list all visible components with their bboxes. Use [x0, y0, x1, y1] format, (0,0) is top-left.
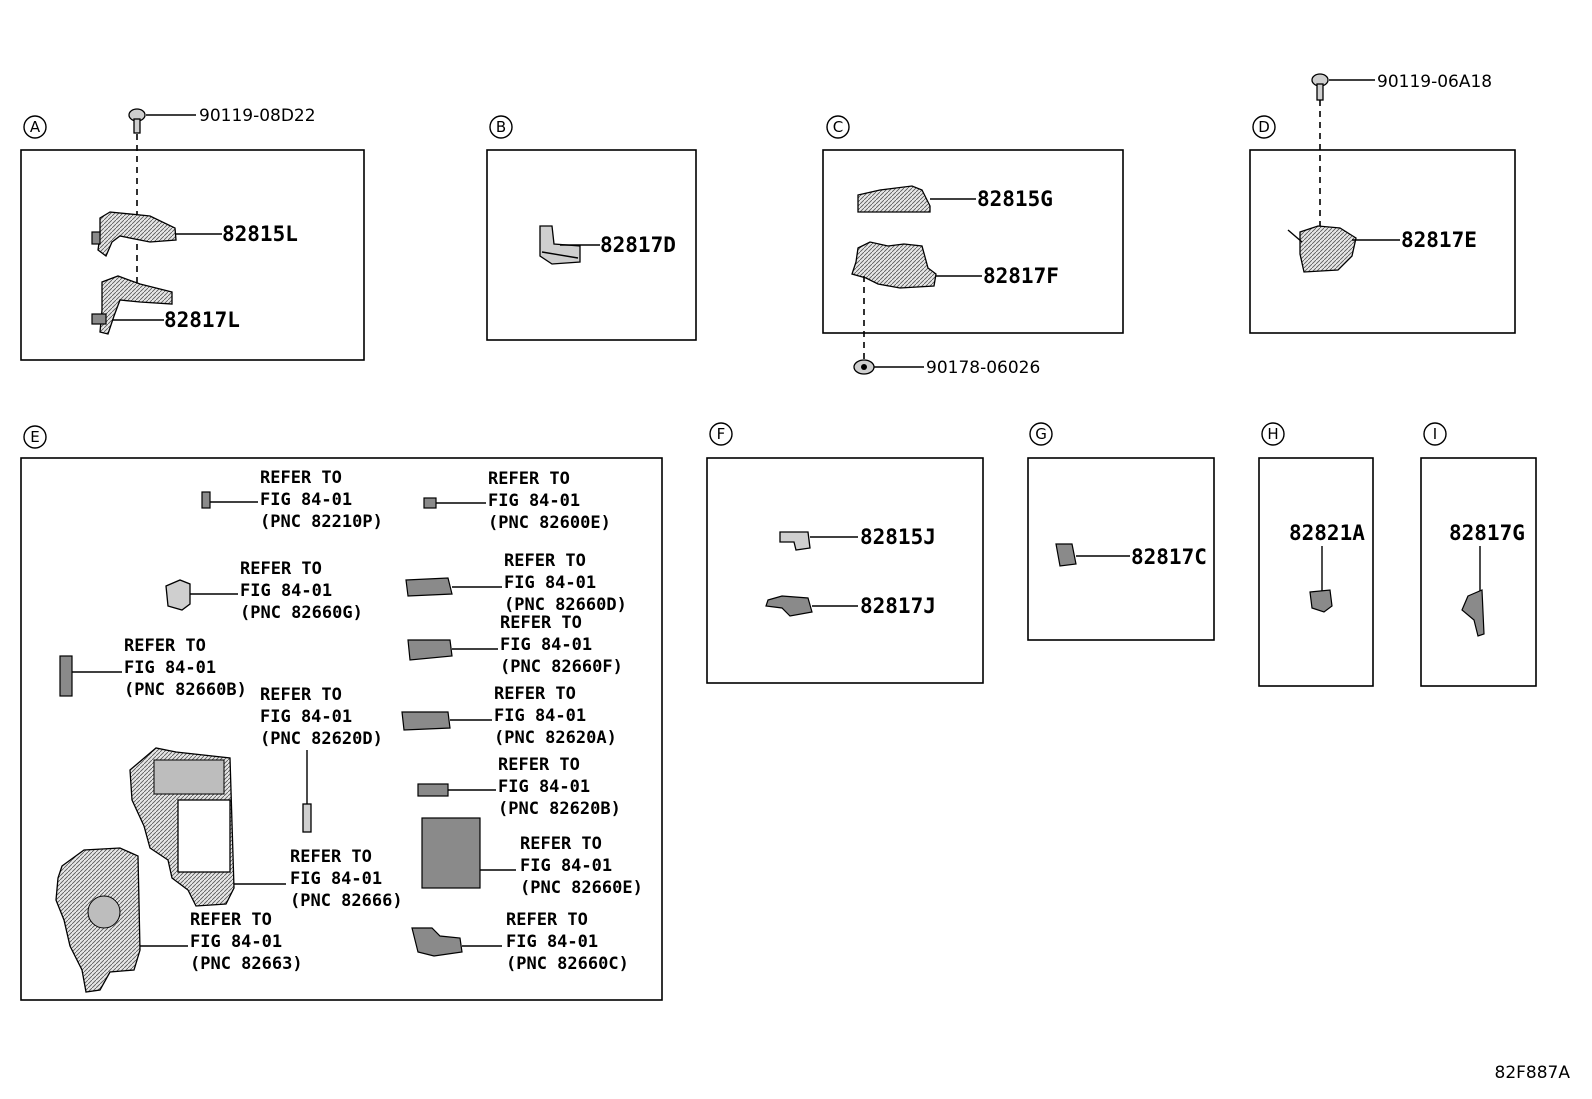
fuse-box-cover-icon: [55, 847, 141, 993]
section-e-letter: E: [30, 428, 39, 446]
junction-block-icon: [421, 817, 481, 889]
connector-icon: [417, 783, 449, 797]
part-label-82815g: 82815G: [977, 187, 1053, 211]
relay-block-icon: [129, 747, 235, 907]
ref-82660e: REFER TO FIG 84-01 (PNC 82660E): [520, 834, 643, 898]
connector-icon: [407, 639, 453, 661]
section-f-panel: [706, 457, 984, 684]
fastener-label-c: 90178-06026: [926, 358, 1040, 378]
bolt-icon: [128, 108, 146, 134]
section-a-panel: [20, 149, 365, 361]
section-f-marker: F: [709, 422, 733, 446]
bracket-82815l-icon: [91, 211, 177, 258]
ref-82663: REFER TO FIG 84-01 (PNC 82663): [190, 910, 303, 974]
connector-icon: [405, 577, 453, 597]
connector-icon: [201, 491, 211, 509]
bracket-82817j-icon: [765, 595, 813, 617]
section-h-marker: H: [1261, 422, 1285, 446]
section-b-panel: [486, 149, 697, 341]
ref-82620a: REFER TO FIG 84-01 (PNC 82620A): [494, 684, 617, 748]
section-a-marker: A: [23, 115, 47, 139]
section-g: G 82817C: [1027, 422, 1215, 641]
part-label-82821a: 82821A: [1289, 521, 1365, 545]
section-d-letter: D: [1258, 118, 1270, 136]
section-d-panel: [1249, 149, 1516, 334]
ref-82620b: REFER TO FIG 84-01 (PNC 82620B): [498, 755, 621, 819]
section-d: D 90119-06A18 82817E: [1249, 72, 1516, 334]
bracket-82817g-icon: [1461, 589, 1485, 637]
part-label-82817d: 82817D: [600, 233, 676, 257]
section-g-panel: [1027, 457, 1215, 641]
section-h: H 82821A: [1258, 422, 1374, 687]
section-i-letter: I: [1433, 425, 1437, 443]
fastener-label-d: 90119-06A18: [1377, 72, 1492, 92]
connector-strip-icon: [59, 655, 73, 697]
relay-icon: [423, 497, 437, 509]
part-label-82815l: 82815L: [222, 222, 298, 246]
ref-82660f: REFER TO FIG 84-01 (PNC 82660F): [500, 613, 623, 677]
part-label-82817j: 82817J: [860, 594, 936, 618]
part-label-82817g: 82817G: [1449, 521, 1525, 545]
ref-82660b: REFER TO FIG 84-01 (PNC 82660B): [124, 636, 247, 700]
ref-82660d: REFER TO FIG 84-01 (PNC 82660D): [504, 551, 627, 615]
section-f-letter: F: [717, 425, 726, 443]
connector-icon: [411, 927, 463, 957]
part-label-82817l: 82817L: [164, 308, 240, 332]
section-e: E REFER TO FIG 84-01 (PNC 82210P) REFER …: [20, 425, 663, 1001]
section-i-panel: [1420, 457, 1537, 687]
section-e-panel: [20, 457, 663, 1001]
section-c: C 82815G 82817F 90178-06026: [822, 115, 1124, 378]
section-b-marker: B: [489, 115, 513, 139]
section-h-panel: [1258, 457, 1374, 687]
section-a: A 90119-08D22 82815L 82817L: [20, 106, 365, 361]
connector-icon: [165, 579, 191, 611]
section-a-letter: A: [30, 118, 41, 136]
bracket-82817l-icon: [91, 275, 173, 335]
section-b: B 82817D: [486, 115, 697, 341]
section-d-marker: D: [1252, 115, 1276, 139]
diagram-code: 82F887A: [1495, 1063, 1571, 1083]
part-label-82817f: 82817F: [983, 264, 1059, 288]
ref-82666: REFER TO FIG 84-01 (PNC 82666): [290, 847, 403, 911]
ref-82620d: REFER TO FIG 84-01 (PNC 82620D): [260, 685, 383, 749]
section-b-letter: B: [496, 118, 506, 136]
clip-icon: [853, 359, 875, 375]
clip-82821a-icon: [1309, 589, 1333, 613]
section-f: F 82815J 82817J: [706, 422, 984, 684]
ref-82660g: REFER TO FIG 84-01 (PNC 82660G): [240, 559, 363, 623]
part-label-82815j: 82815J: [860, 525, 936, 549]
ref-82660c: REFER TO FIG 84-01 (PNC 82660C): [506, 910, 629, 974]
fastener-label-a: 90119-08D22: [199, 106, 316, 126]
section-c-panel: [822, 149, 1124, 334]
bracket-82817e-icon: [1287, 225, 1357, 273]
bolt-icon: [1311, 73, 1329, 101]
section-g-marker: G: [1029, 422, 1053, 446]
section-g-letter: G: [1035, 425, 1047, 443]
section-c-marker: C: [826, 115, 850, 139]
bracket-82815j-icon: [779, 531, 811, 551]
ref-82600e: REFER TO FIG 84-01 (PNC 82600E): [488, 469, 611, 533]
section-c-letter: C: [833, 118, 843, 136]
ref-82210p: REFER TO FIG 84-01 (PNC 82210P): [260, 468, 383, 532]
section-e-marker: E: [23, 425, 47, 449]
bracket-82817f-icon: [851, 241, 937, 289]
fuse-icon: [302, 803, 312, 833]
section-i-marker: I: [1423, 422, 1447, 446]
section-i: I 82817G: [1420, 422, 1537, 687]
part-label-82817c: 82817C: [1131, 545, 1207, 569]
cover-82815g-icon: [857, 185, 931, 213]
section-h-letter: H: [1267, 425, 1278, 443]
bracket-82817c-icon: [1055, 543, 1077, 567]
connector-icon: [401, 711, 451, 731]
part-label-82817e: 82817E: [1401, 228, 1477, 252]
